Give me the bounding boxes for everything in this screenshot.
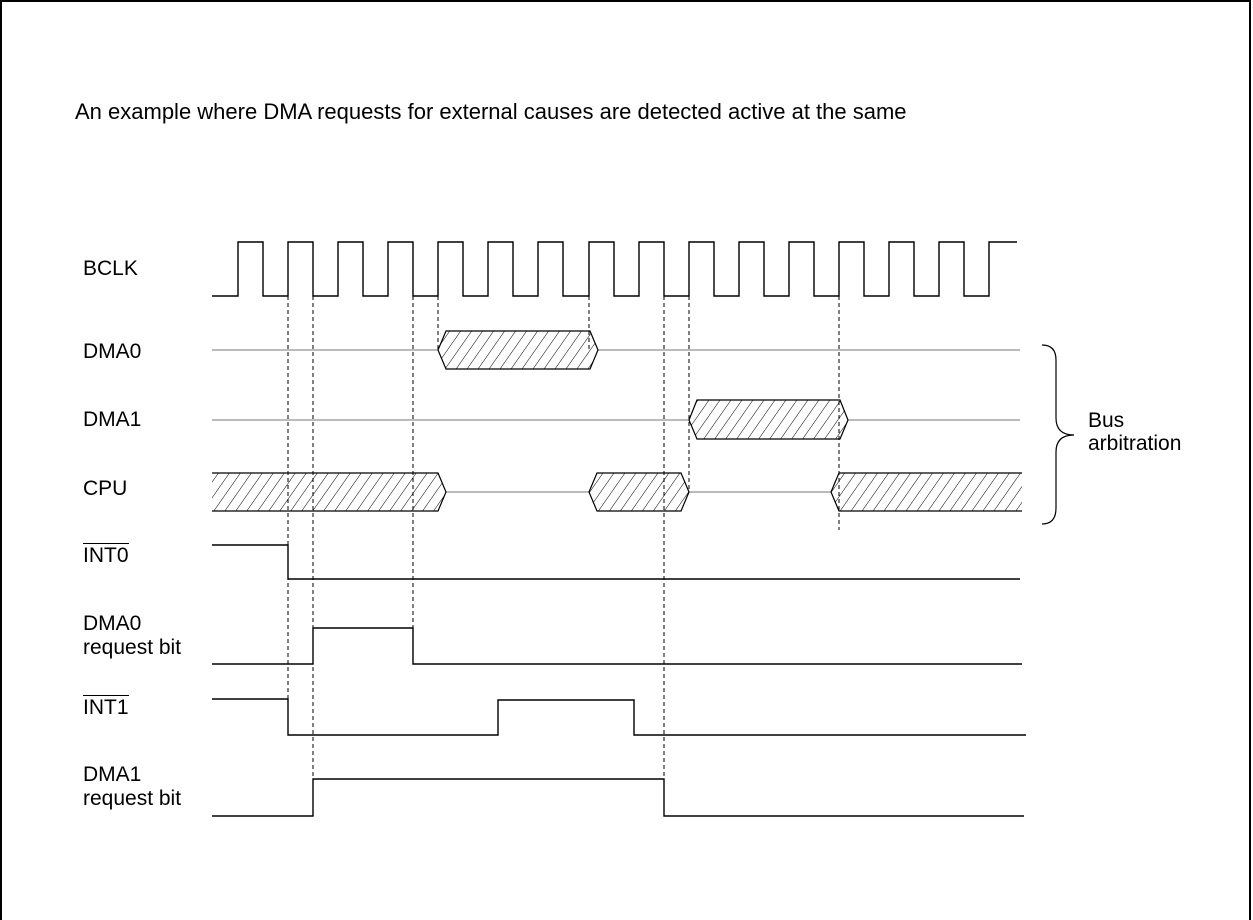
- cpu-active-segment-1: [212, 473, 446, 511]
- label-bclk: BCLK: [83, 257, 138, 280]
- waveform-dma0-request-bit: [212, 627, 1022, 665]
- waveform-int1: [212, 698, 1026, 736]
- label-dma0-request-line1: DMA0: [83, 612, 142, 635]
- label-dma1-request-line2: request bit: [83, 787, 182, 810]
- bus-arbitration-label-line2: arbitration: [1088, 432, 1182, 455]
- label-dma1-request-line1: DMA1: [83, 763, 142, 786]
- cpu-active-segment-2: [588, 472, 690, 512]
- label-dma0: DMA0: [83, 340, 142, 363]
- label-int0: INT0: [83, 543, 129, 567]
- label-cpu: CPU: [83, 477, 128, 500]
- reference-dashed-lines: [287, 296, 840, 816]
- waveform-cpu: [212, 472, 1022, 512]
- dma0-active-segment: [437, 330, 599, 370]
- dma1-active-segment: [688, 399, 849, 440]
- waveform-int0: [212, 544, 1020, 580]
- waveform-bclk: [212, 241, 1017, 297]
- label-dma1: DMA1: [83, 408, 142, 431]
- diagram-caption: An example where DMA requests for extern…: [75, 99, 907, 124]
- waveform-dma1: [212, 399, 1020, 440]
- waveform-dma0: [212, 330, 1020, 370]
- label-int1: INT1: [83, 695, 129, 719]
- waveform-dma1-request-bit: [212, 778, 1024, 817]
- bus-arbitration-label-line1: Bus: [1088, 409, 1125, 432]
- cpu-active-segment-3: [831, 473, 1022, 511]
- label-dma0-request-line2: request bit: [83, 636, 182, 659]
- bus-arbitration-brace: [1041, 344, 1075, 525]
